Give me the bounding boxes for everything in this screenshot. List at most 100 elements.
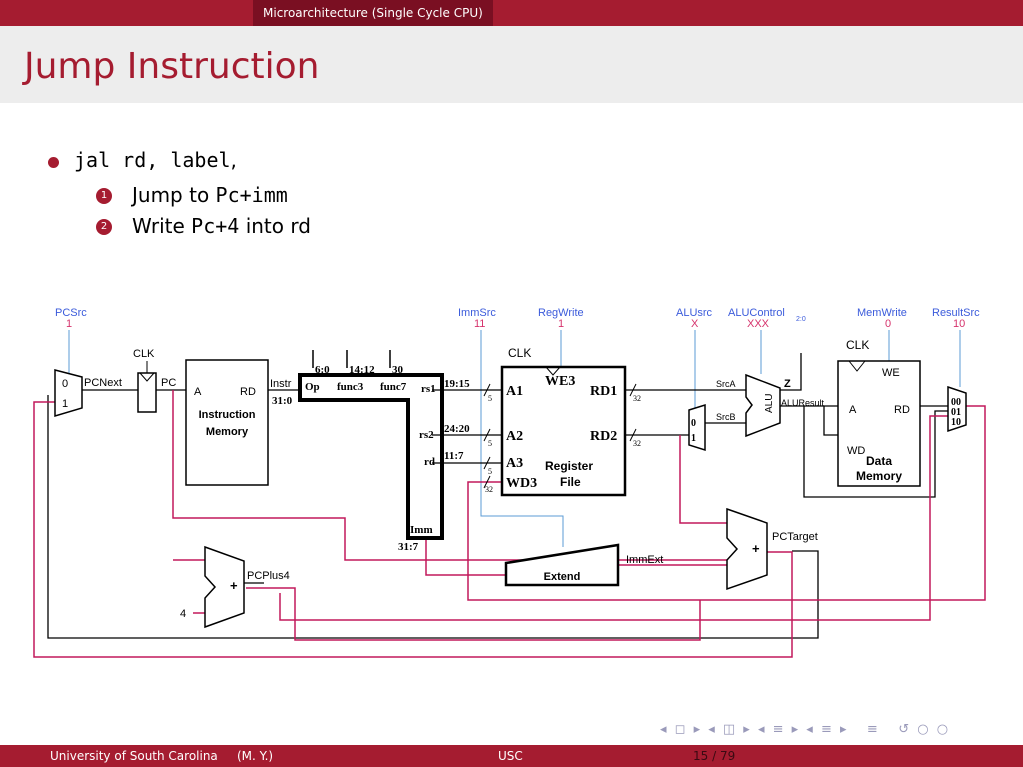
dm-wd: WD (847, 445, 865, 457)
item-code: Pc+imm (215, 183, 288, 207)
w5-a3: 5 (488, 467, 492, 476)
srcb-mux-1: 1 (691, 433, 696, 444)
alucontrol-value: XXX (747, 318, 770, 330)
section-title: Microarchitecture (Single Cycle CPU) (253, 0, 493, 26)
mux-in1: 1 (62, 398, 68, 410)
imm-label: Imm (410, 524, 433, 536)
srcb-label: SrcB (716, 412, 736, 422)
immsrc-label: ImmSrc (458, 307, 496, 319)
pcplus4-label: PCPlus4 (247, 570, 290, 582)
extend-label: Extend (544, 571, 581, 583)
w32-wd3: 32 (485, 485, 493, 494)
pctarget-plus: + (752, 541, 760, 556)
footer-author: (M. Y.) (237, 749, 274, 763)
b2420-label: 24:20 (444, 423, 470, 435)
rf-a1: A1 (506, 384, 523, 399)
rf-a3: A3 (506, 456, 523, 471)
alucontrol-sub: 2:0 (796, 316, 806, 323)
im-name1: Instruction (199, 409, 256, 421)
aluresult-label: ALUResult (781, 398, 825, 408)
srcb-mux-0: 0 (691, 418, 696, 429)
item-text: Jump to (132, 183, 216, 207)
memwrite-value: 0 (885, 318, 891, 330)
rf-wd3: WD3 (506, 476, 537, 491)
bullet-dot-icon (48, 157, 59, 168)
dm-we: WE (882, 367, 900, 379)
pcsrc-label: PCSrc (55, 307, 87, 319)
rf-we3: WE3 (545, 374, 575, 389)
rf-name2: File (560, 475, 581, 489)
rmux-10: 10 (951, 417, 961, 428)
imm-range: 31:7 (398, 541, 419, 553)
resultsrc-label: ResultSrc (932, 307, 980, 319)
datapath-diagram: PCSrc ImmSrc RegWrite ALUsrc ALUControl … (33, 307, 986, 658)
bullet-code: jal rd, label (74, 148, 231, 172)
rs1-label: rs1 (421, 383, 436, 395)
pc-clk-label: CLK (133, 348, 155, 360)
slide-title: Jump Instruction (24, 46, 320, 87)
beamer-nav-icons[interactable]: ◂ ◻ ▸ ◂ ◫ ▸ ◂ ≡ ▸ ◂ ≡ ▸ ≡ ↺ ○ ○ (660, 722, 951, 737)
top-bar: Microarchitecture (Single Cycle CPU) (0, 0, 1023, 26)
item-text: Write (132, 214, 192, 238)
immsrc-value: 11 (474, 318, 485, 330)
b1915-label: 19:15 (444, 378, 470, 390)
item-post: into rd (239, 214, 311, 238)
pcplus4-plus: + (230, 578, 238, 593)
rf-a2: A2 (506, 429, 523, 444)
dm-name1: Data (866, 454, 892, 468)
op-label: Op (305, 381, 320, 393)
dm-a: A (849, 404, 857, 416)
instr-label: Instr (270, 378, 292, 390)
regwrite-label: RegWrite (538, 307, 584, 319)
w5-a1: 5 (488, 394, 492, 403)
pctarget-label: PCTarget (772, 531, 818, 543)
footer-center: USC (498, 749, 523, 763)
alusrc-value: X (691, 318, 699, 330)
bullet-suffix: , (230, 148, 237, 172)
rmux-00: 00 (951, 397, 961, 408)
alusrc-label: ALUsrc (676, 307, 713, 319)
im-a: A (194, 386, 202, 398)
func3-label: func3 (337, 381, 364, 393)
b117-label: 11:7 (444, 450, 464, 462)
footer-bar: University of South Carolina (M. Y.) USC… (0, 745, 1023, 767)
dm-name2: Memory (856, 469, 902, 483)
w32-rd1: 32 (633, 394, 641, 403)
rf-rd2: RD2 (590, 429, 617, 444)
alu-label: ALU (764, 394, 775, 413)
rf-clk-label: CLK (508, 346, 531, 360)
dm-rd: RD (894, 404, 910, 416)
w5-a2: 5 (488, 439, 492, 448)
pcnext-label: PCNext (84, 377, 122, 389)
f30-label: 30 (392, 364, 404, 376)
item-number-icon: 2 (96, 219, 112, 235)
f1412-label: 14:12 (349, 364, 375, 376)
zero-label: Z (784, 378, 791, 390)
const-four: 4 (180, 608, 186, 620)
rf-name1: Register (545, 459, 593, 473)
w32-rd2: 32 (633, 439, 641, 448)
im-name2: Memory (206, 426, 249, 438)
pcsrc-value: 1 (66, 318, 72, 330)
regwrite-value: 1 (558, 318, 564, 330)
alucontrol-label: ALUControl (728, 307, 785, 319)
f60-label: 6:0 (315, 364, 330, 376)
item-code: Pc+4 (191, 214, 240, 238)
rf-rd1: RD1 (590, 384, 617, 399)
title-bar: Jump Instruction (0, 26, 1023, 103)
rs2-label: rs2 (419, 429, 434, 441)
footer-university: University of South Carolina (50, 749, 218, 763)
im-rd: RD (240, 386, 256, 398)
rd-label: rd (424, 456, 435, 468)
rmux-01: 01 (951, 407, 961, 418)
mux-in0: 0 (62, 378, 68, 390)
immext-label: ImmExt (626, 554, 663, 566)
resultsrc-value: 10 (953, 318, 965, 330)
srca-label: SrcA (716, 379, 736, 389)
memwrite-label: MemWrite (857, 307, 907, 319)
dm-clk-label: CLK (846, 338, 869, 352)
footer-page: 15 / 79 (693, 749, 736, 763)
pc-label: PC (161, 377, 176, 389)
item-number-icon: 1 (96, 188, 112, 204)
instr-range: 31:0 (272, 395, 293, 407)
